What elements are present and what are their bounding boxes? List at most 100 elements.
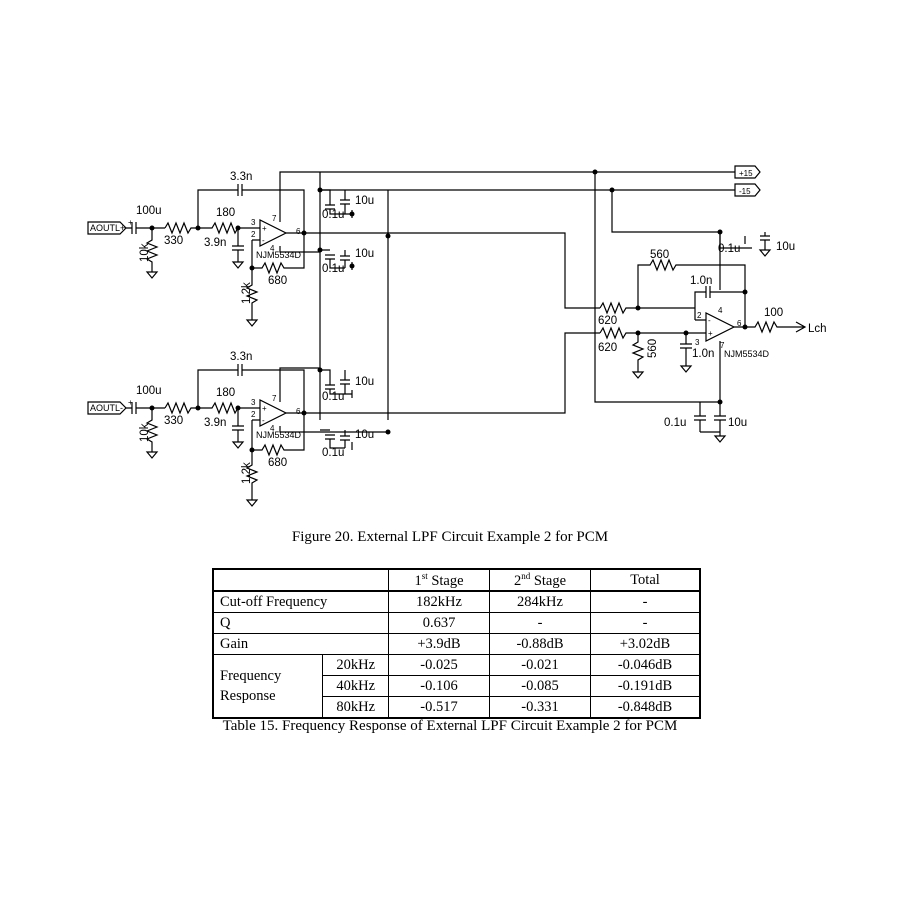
r-fb-label: 560 [650, 249, 669, 261]
header-total: Total [590, 568, 701, 592]
table-row: Frequency Response 20kHz -0.025 -0.021 -… [212, 654, 701, 719]
cell: 284kHz [489, 590, 591, 613]
svg-text:-: - [708, 316, 711, 325]
svg-text:3: 3 [251, 218, 256, 227]
svg-text:3: 3 [251, 398, 256, 407]
decap-big-label-1: 10u [355, 195, 374, 207]
r-gain-top-label-2: 680 [268, 457, 287, 469]
rail-plus15-label: +15 [739, 169, 753, 178]
cell: -0.517 [388, 696, 490, 719]
opamp-label: NJM5534D [256, 250, 302, 260]
cell: -0.021 [489, 654, 591, 676]
figure-caption: Figure 20. External LPF Circuit Example … [291, 529, 609, 545]
cell: 182kHz [388, 590, 490, 613]
decap-small-label-6: 0.1u [664, 417, 686, 429]
decap-big-label-4: 10u [355, 429, 374, 441]
cell: -0.106 [388, 675, 490, 697]
frequency-response-table: 1st Stage 2nd Stage Total Cut-off Freque… [212, 568, 701, 719]
cell: -0.191dB [590, 675, 701, 697]
r-in-label: 330 [164, 235, 183, 247]
freq-cell: 40kHz [322, 675, 389, 697]
cell: +3.02dB [590, 633, 701, 655]
table-row: Q 0.637 - - [212, 612, 701, 634]
svg-text:+: + [708, 329, 713, 338]
svg-text:7: 7 [720, 341, 725, 350]
r-in-620-top: 620 [598, 315, 617, 327]
decap-big-label-2: 10u [355, 248, 374, 260]
row-label: Cut-off Frequency [212, 590, 389, 613]
header-stage1: 1st Stage [388, 568, 490, 592]
r-in-620-bot: 620 [598, 342, 617, 354]
decap-small-label-5: 0.1u [718, 243, 740, 255]
cell: - [590, 590, 701, 613]
r-gain-top-label: 680 [268, 275, 287, 287]
table-caption: Table 15. Frequency Response of External… [222, 718, 678, 734]
cell: -0.848dB [590, 696, 701, 719]
table-header-row: 1st Stage 2nd Stage Total [212, 568, 701, 592]
row-label: Gain [212, 633, 389, 655]
decap-small-label-4: 0.1u [322, 447, 344, 459]
svg-text:4: 4 [270, 424, 275, 433]
decap-small-label-1: 0.1u [322, 209, 344, 221]
svg-text:-: - [262, 236, 265, 245]
svg-text:6: 6 [296, 407, 301, 416]
decap-big-label-6: 10u [728, 417, 747, 429]
c-in-label-2: 100u [136, 385, 162, 397]
svg-text:4: 4 [718, 306, 723, 315]
input-minus-label: AOUTL- [90, 403, 123, 413]
freq-cell: 20kHz [322, 654, 389, 676]
c-in-label: 100u [136, 205, 162, 217]
svg-text:+: + [262, 224, 267, 233]
r-shunt-label: 560 [647, 339, 659, 358]
svg-text:2: 2 [251, 230, 256, 239]
table-row: Gain +3.9dB -0.88dB +3.02dB [212, 633, 701, 655]
r-gain-bot-label-2: 1.2k [241, 462, 253, 484]
r-series-label: 180 [216, 207, 235, 219]
svg-text:+: + [262, 404, 267, 413]
decap-small-label-3: 0.1u [322, 391, 344, 403]
cell: +3.9dB [388, 633, 490, 655]
cell: - [489, 612, 591, 634]
header-stage2: 2nd Stage [489, 568, 591, 592]
svg-text:6: 6 [737, 319, 742, 328]
c-shunt-label: 3.9n [204, 237, 226, 249]
freq-response-label: Frequency Response [212, 654, 324, 719]
cell: 0.637 [388, 612, 490, 634]
svg-text:7: 7 [272, 394, 277, 403]
svg-text:4: 4 [270, 244, 275, 253]
opamp-label-3: NJM5534D [724, 349, 770, 359]
r-bias-label-2: 10k [139, 423, 151, 442]
freq-cell: 80kHz [322, 696, 389, 719]
stage1-lower: AOUTL- + 100u 10k 330 3.3n 180 3.9n + - … [87, 332, 600, 507]
cell: -0.331 [489, 696, 591, 719]
cell: -0.085 [489, 675, 591, 697]
stage1-upper: AOUTL+ + 100u 10k 330 3.3n 180 3.9n + - … [87, 171, 600, 327]
c-fb-1n-label: 1.0n [690, 275, 712, 287]
svg-text:7: 7 [272, 214, 277, 223]
decap-big-label-5: 10u [776, 241, 795, 253]
c-fb-label-2: 3.3n [230, 351, 252, 363]
svg-text:2: 2 [251, 410, 256, 419]
supply-rails: +15 -15 [319, 165, 761, 420]
cell: -0.88dB [489, 633, 591, 655]
svg-text:+: + [128, 218, 133, 227]
svg-text:6: 6 [296, 227, 301, 236]
opamp-label-2: NJM5534D [256, 430, 302, 440]
output-label: Lch [808, 323, 827, 335]
cell: -0.025 [388, 654, 490, 676]
r-gain-bot-label: 1.2k [241, 282, 253, 304]
svg-text:+: + [128, 398, 133, 407]
table-row: 40kHz -0.106 -0.085 -0.191dB [213, 675, 701, 697]
table-row: 80kHz -0.517 -0.331 -0.848dB [213, 696, 701, 719]
cell: -0.046dB [590, 654, 701, 676]
svg-text:2: 2 [697, 311, 702, 320]
decap-big-label-3: 10u [355, 376, 374, 388]
stage2-output: 620 620 560 560 1.0n 1.0n - + 2 3 4 7 6 … [598, 229, 827, 443]
cell: - [590, 612, 701, 634]
r-series-label-2: 180 [216, 387, 235, 399]
r-in-label-2: 330 [164, 415, 183, 427]
lpf-schematic: +15 -15 AOUTL+ + 100u 10k 330 3.3n 180 3… [87, 165, 827, 507]
header-blank [212, 568, 389, 592]
input-plus-label: AOUTL+ [90, 223, 125, 233]
r-out-label: 100 [764, 307, 783, 319]
